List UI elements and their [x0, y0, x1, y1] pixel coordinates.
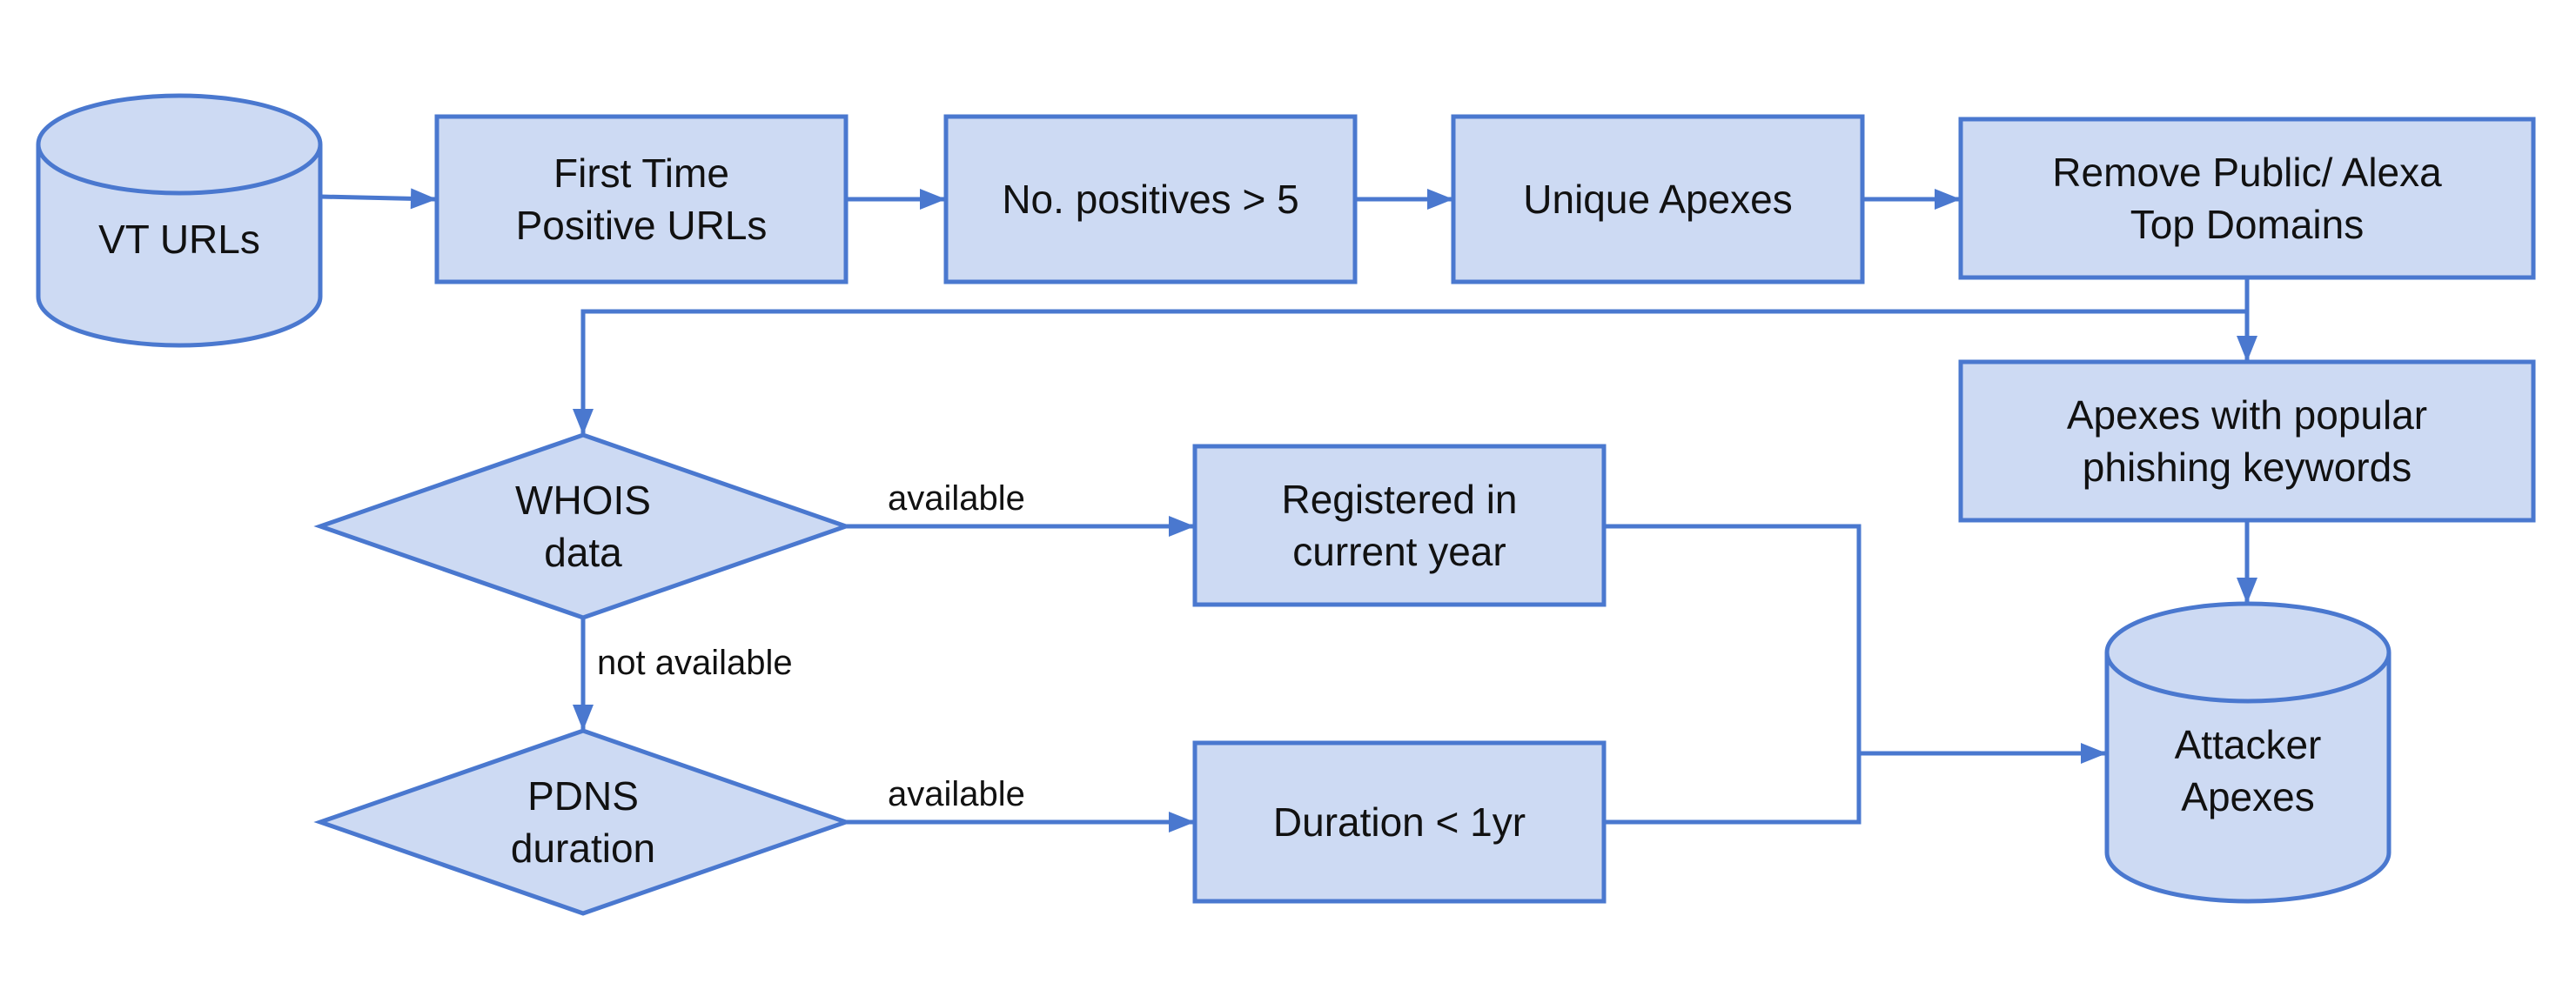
unique-apexes-node: Unique Apexes: [1451, 114, 1865, 284]
registered-current-year-label-1: Registered in: [1281, 477, 1517, 522]
whois-label-2: data: [544, 530, 622, 575]
first-time-positive-label-2: Positive URLs: [516, 203, 768, 248]
phishing-keywords-label-2: phishing keywords: [2083, 445, 2412, 490]
edge-duration-to-attacker-apexes: [1604, 753, 1862, 825]
vt-urls-label-1: VT URLs: [98, 217, 260, 262]
duration-node: Duration < 1yr: [1192, 740, 1607, 904]
num-positives-node: No. positives > 5: [943, 114, 1358, 284]
vt-urls-node: VT URLs: [36, 93, 323, 348]
whois-node: WHOIS data: [313, 432, 853, 620]
pdns-node: PDNS duration: [313, 728, 853, 916]
unique-apexes-label-1: Unique Apexes: [1523, 177, 1792, 222]
remove-public-label-2: Top Domains: [2130, 202, 2364, 247]
whois-label-1: WHOIS: [515, 478, 651, 523]
pdns-label-1: PDNS: [527, 773, 639, 819]
num-positives-label-1: No. positives > 5: [1002, 177, 1298, 222]
edge-label: available: [888, 479, 1025, 518]
duration-label-1: Duration < 1yr: [1273, 799, 1526, 845]
edge-registered-current-year-to-attacker-apexes: [1604, 524, 2107, 764]
attacker-apexes-label-1: Attacker: [2175, 722, 2322, 767]
phishing-keywords-label-1: Apexes with popular: [2067, 392, 2427, 438]
edge-label: available: [888, 775, 1025, 813]
edge-vt-urls-to-first-time-positive: [319, 188, 437, 210]
pdns-label-2: duration: [511, 826, 655, 871]
edge-label: not available: [597, 644, 793, 682]
phishing-keywords-node: Apexes with popular phishing keywords: [1958, 359, 2536, 523]
registered-current-year-label-2: current year: [1292, 529, 1506, 574]
first-time-positive-label-1: First Time: [553, 150, 729, 196]
remove-public-label-1: Remove Public/ Alexa: [2052, 150, 2442, 195]
registered-current-year-node: Registered in current year: [1192, 444, 1607, 607]
edge-remove-public-to-whois: [573, 309, 2247, 435]
edges-layer: available not available available: [319, 188, 2257, 833]
attacker-apexes-label-2: Apexes: [2181, 774, 2314, 819]
